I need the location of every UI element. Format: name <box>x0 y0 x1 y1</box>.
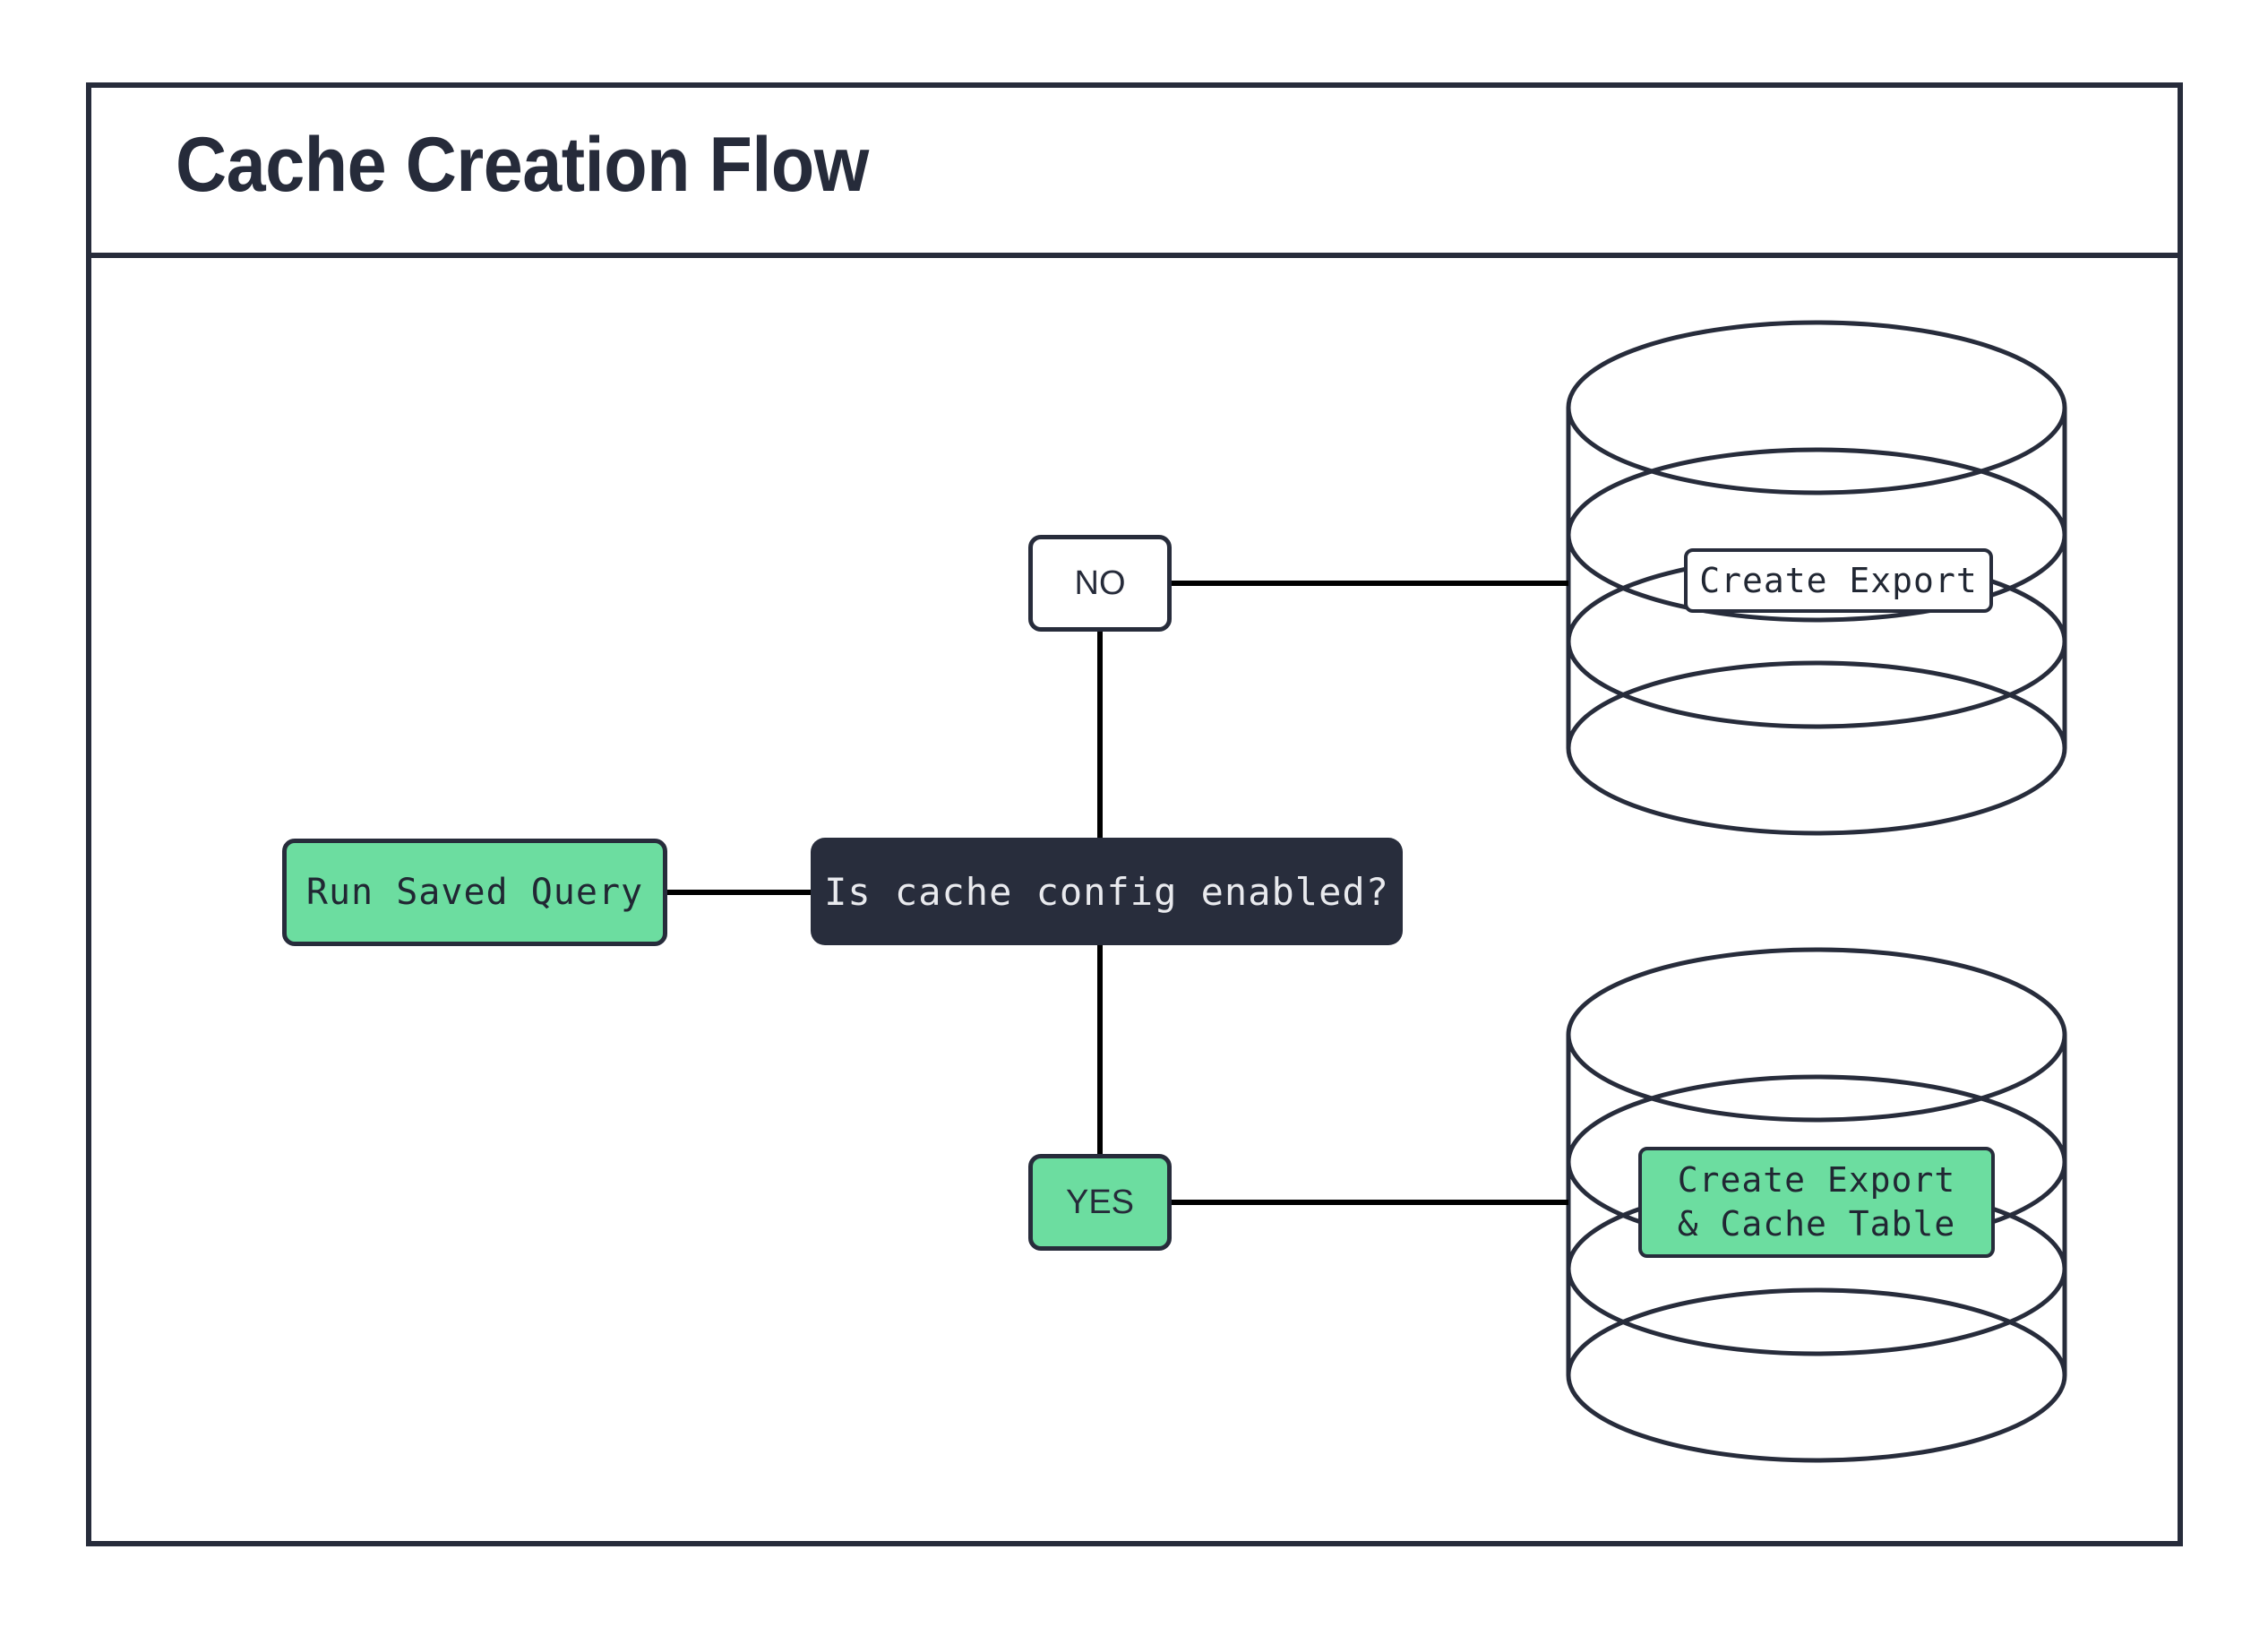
node-create-export[interactable]: Create Export <box>1684 548 1993 613</box>
diagram-title: Cache Creation Flow <box>176 122 869 208</box>
node-create-export-and-cache-table[interactable]: Create Export & Cache Table <box>1638 1147 1995 1258</box>
node-branch-yes[interactable]: YES <box>1028 1154 1172 1251</box>
cache-table-label-line-2: & Cache Table <box>1677 1204 1956 1244</box>
node-branch-no[interactable]: NO <box>1028 535 1172 632</box>
cache-table-label-line-1: Create Export <box>1677 1160 1956 1201</box>
diagram-frame <box>86 82 2183 1546</box>
node-is-cache-config-enabled[interactable]: Is cache config enabled? <box>811 838 1403 945</box>
node-run-saved-query[interactable]: Run Saved Query <box>282 839 667 946</box>
